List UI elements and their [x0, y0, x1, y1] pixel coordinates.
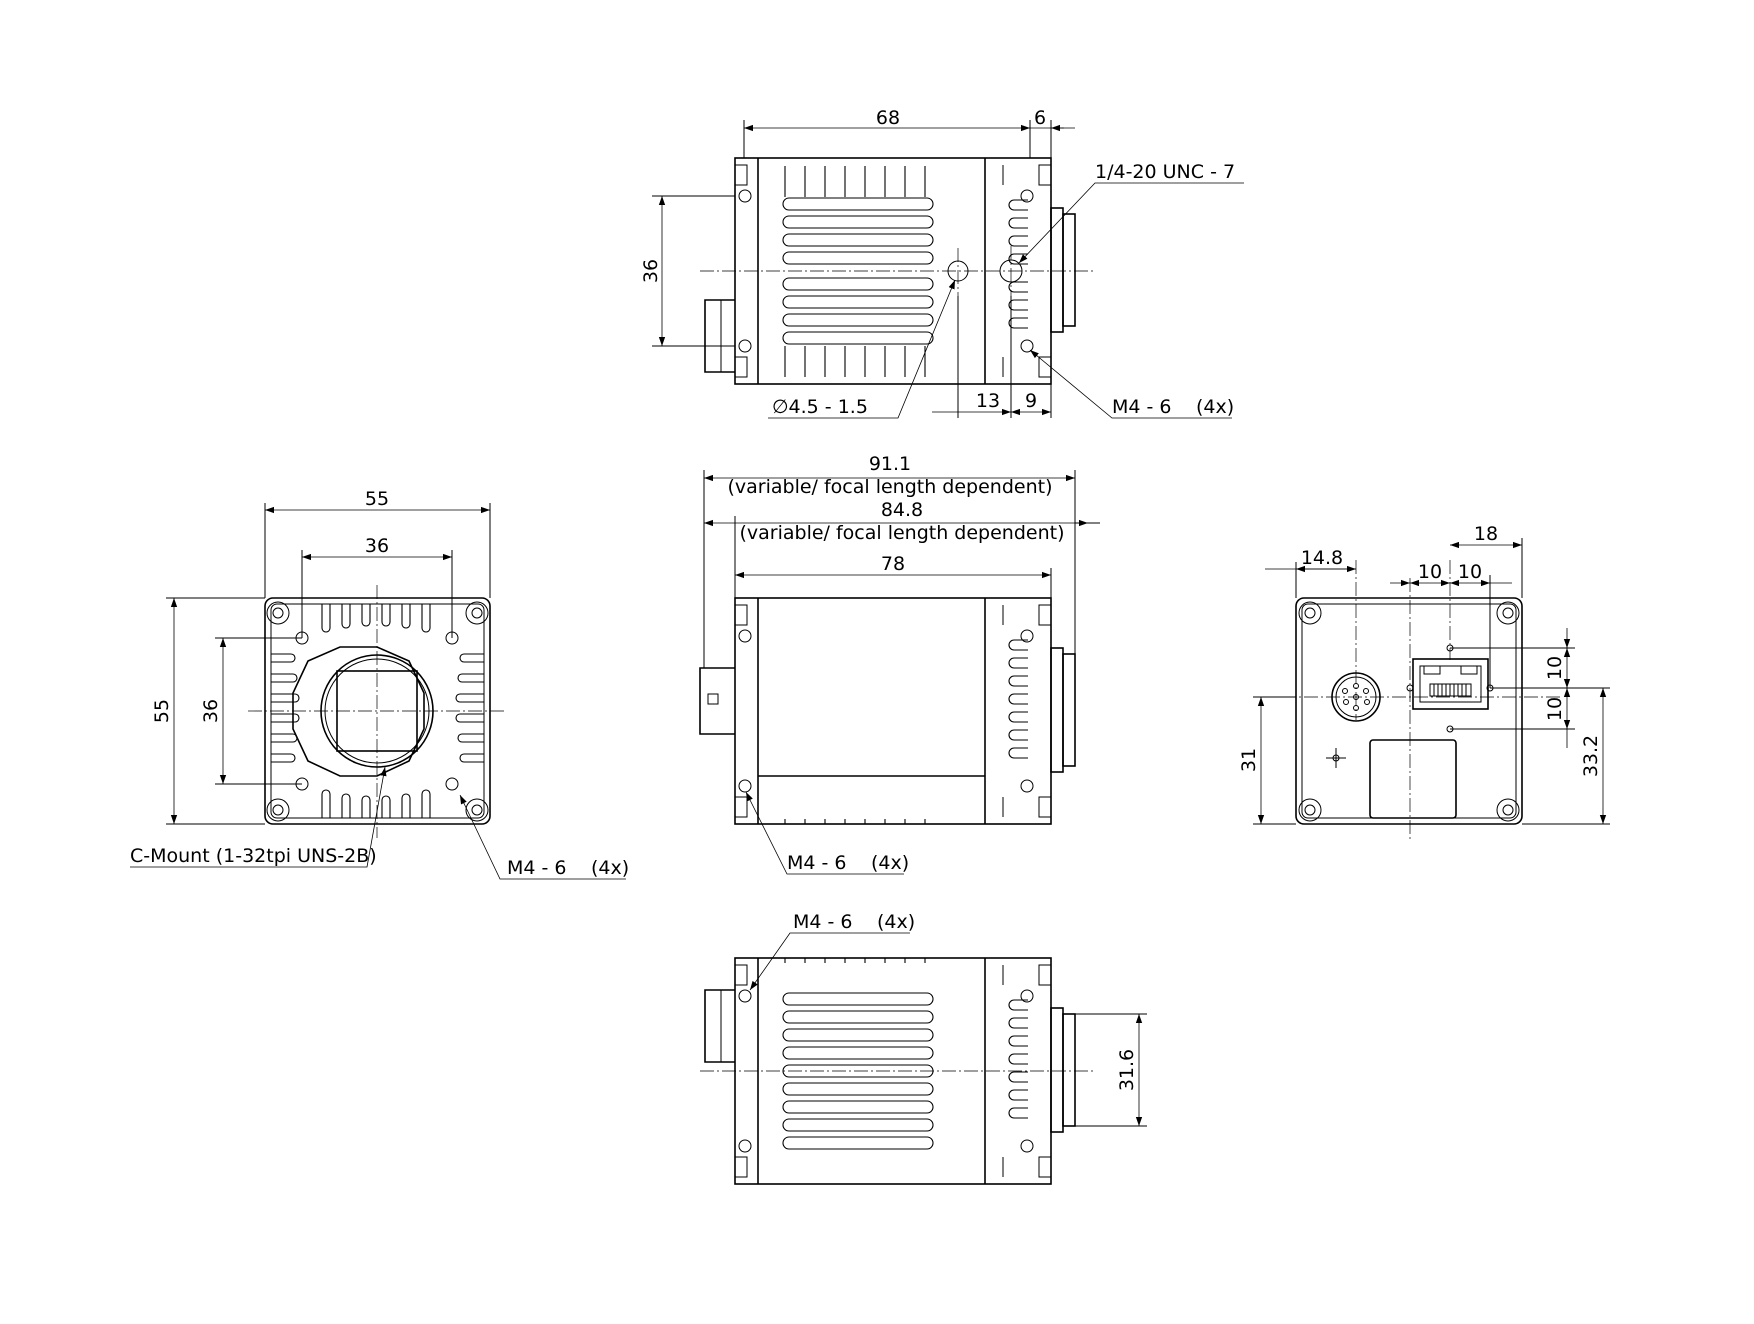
front-corner-screw [266, 601, 290, 625]
note-side-screws-count: (4x) [871, 852, 909, 874]
front-corner-screw [465, 601, 489, 625]
side-view: 91.1 (variable/ focal length dependent) … [699, 453, 1100, 875]
dim-rear-eth-v2: 10 [1544, 697, 1566, 721]
dim-rear-eth-x: 18 [1474, 523, 1498, 545]
note-top-screws: M4 - 6 [1112, 396, 1172, 418]
note-tripod-thread: 1/4-20 UNC - 7 [1095, 161, 1235, 183]
dim-side-total-2: 84.8 [881, 499, 923, 521]
note-bottom-screws: M4 - 6 [793, 911, 853, 933]
dim-rear-eth-b: 10 [1458, 561, 1482, 583]
dim-front-height: 55 [151, 699, 173, 723]
top-view-slots [782, 197, 934, 345]
note-front-screws: M4 - 6 [507, 857, 567, 879]
side-view-body [734, 597, 1052, 825]
dim-top-b: 9 [1025, 390, 1037, 412]
dim-bottom-height: 31.6 [1116, 1049, 1138, 1091]
side-view-mount [1050, 647, 1064, 773]
top-view-hole [738, 339, 752, 353]
note-bottom-screws-count: (4x) [877, 911, 915, 933]
front-corner-screw [266, 798, 290, 822]
note-pin-hole: ∅4.5 - 1.5 [772, 396, 868, 418]
bottom-view-mount [1050, 1007, 1064, 1133]
note-top-screws-count: (4x) [1196, 396, 1234, 418]
ethernet-port [1412, 658, 1489, 710]
side-connector-pin [707, 693, 719, 705]
dim-rear-eth-v1: 10 [1544, 656, 1566, 680]
dim-side-total-1: 91.1 [869, 453, 911, 475]
dim-rear-connector-y: 31 [1238, 748, 1260, 772]
rear-view-body [1295, 597, 1523, 825]
note-c-mount: C-Mount (1-32tpi UNS-2B) [130, 845, 377, 867]
dim-rear-connector-x: 14.8 [1301, 547, 1343, 569]
dim-rear-eth-y: 33.2 [1580, 735, 1602, 777]
rear-view: 14.8 18 10 10 10 10 31 33.2 [1238, 523, 1610, 842]
dim-top-length: 68 [876, 107, 900, 129]
top-view-hole [1020, 189, 1034, 203]
note-front-screws-count: (4x) [591, 857, 629, 879]
top-view-fins [784, 166, 926, 377]
dim-side-total-1-note: (variable/ focal length dependent) [727, 476, 1052, 498]
top-view: 68 6 36 13 9 1/4-20 UNC - 7 ∅4.5 - 1.5 M… [640, 107, 1244, 419]
dim-side-total-2-note: (variable/ focal length dependent) [739, 522, 1064, 544]
dim-rear-eth-a: 10 [1418, 561, 1442, 583]
dim-top-height: 36 [640, 259, 662, 283]
note-side-screws: M4 - 6 [787, 852, 847, 874]
dim-top-a: 13 [976, 390, 1000, 412]
rear-label-area [1369, 739, 1457, 819]
front-view-fins [271, 604, 484, 818]
dim-side-body: 78 [881, 553, 905, 575]
c-mount-outer [292, 646, 425, 777]
dim-top-front: 6 [1034, 107, 1046, 129]
dim-front-hole-spacing-v: 36 [200, 699, 222, 723]
front-view: 55 36 55 36 C-Mount (1-32tpi UNS-2B) M4 … [130, 488, 629, 880]
top-view-hole [1020, 339, 1034, 353]
dim-front-hole-spacing: 36 [365, 535, 389, 557]
top-view-hole [738, 189, 752, 203]
front-corner-screw [465, 798, 489, 822]
bottom-view: 31.6 M4 - 6 (4x) [700, 911, 1147, 1185]
top-view-mount [1050, 207, 1064, 333]
dim-front-width: 55 [365, 488, 389, 510]
